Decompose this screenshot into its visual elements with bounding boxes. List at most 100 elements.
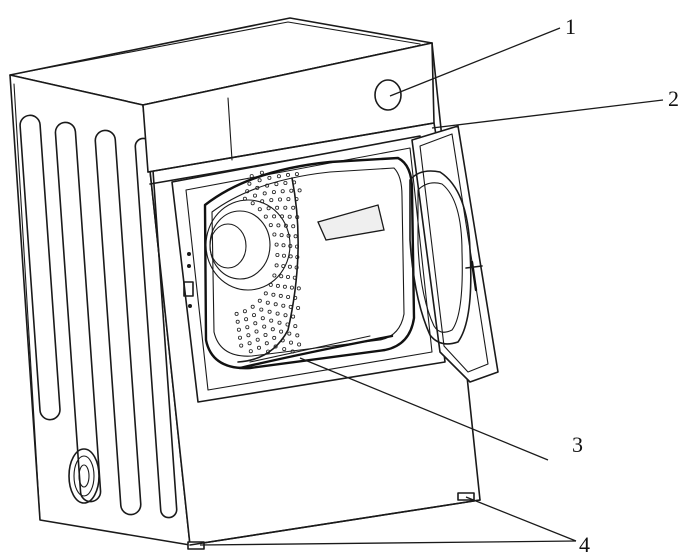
leader-1 [389,27,561,97]
perforation-hole [253,321,258,326]
perforation-hole [275,205,280,210]
leader-lines [199,27,664,546]
perforation-hole [263,291,268,296]
perforation-hole [248,349,253,354]
perforation-hole [283,205,288,210]
perforation-hole [251,313,256,318]
perforation-hole [286,294,291,299]
perforation-hole [275,283,280,288]
perforation-hole [260,316,265,321]
perforation-hole [289,285,294,290]
perforation-hole [278,293,283,298]
perforation-hole [254,329,259,334]
perforation-hole [281,243,286,248]
perforation-hole [281,264,286,269]
perforation-hole [268,282,273,287]
perforation-hole [237,335,242,340]
perforation-hole [265,300,270,305]
perforation-hole [263,214,268,219]
perforation-hole [297,188,302,193]
perforation-hole [259,307,264,312]
perforation-hole [296,286,301,291]
perforation-hole [273,302,278,307]
leader-3 [299,357,549,461]
perforation-hole [273,344,278,349]
perforation-hole [257,178,262,183]
perforation-hole [286,197,291,202]
lint-filter [238,334,394,370]
perforation-hole [282,347,287,352]
perforation-hole [281,303,286,308]
perforation-hole [269,198,274,203]
perforation-hole [274,242,279,247]
perforation-hole [275,311,280,316]
foot-front-right [457,492,475,501]
perforation-hole [283,313,288,318]
perforation-hole [242,309,247,314]
perforation-hole [236,327,241,332]
perforation-hole [272,335,277,340]
perforation-hole [247,181,252,186]
perforation-hole [276,223,281,228]
perforation-hole [287,214,292,219]
perforation-hole [274,182,279,187]
perforation-hole [265,183,270,188]
perforation-hole [275,252,280,257]
perforation-hole [235,319,240,324]
perforation-hole [294,172,299,177]
side-vents [19,114,178,519]
perforation-hole [249,174,254,179]
perforation-hole [279,329,284,334]
callouts: 1 2 3 4 [565,14,679,557]
door [409,125,499,383]
perforation-hole [280,189,285,194]
perforation-hole [297,342,302,347]
perforation-hole [271,190,276,195]
perforation-hole [267,175,272,180]
perforation-hole [286,233,291,238]
perforation-hole [287,264,292,269]
perforation-hole [250,201,255,206]
perforation-hole [262,324,267,329]
perforation-hole [246,333,251,338]
perforation-hole [242,196,247,201]
latch [183,252,194,308]
drum-baffle [317,204,385,241]
callout-1: 1 [565,14,576,39]
perforation-hole [245,189,250,194]
perforation-hole [296,305,301,310]
perforation-hole [288,243,293,248]
callout-3: 3 [572,432,583,457]
feet [187,492,481,550]
perforation-hole [259,170,264,175]
perforation-hole [281,253,286,258]
leader-4b [465,496,577,542]
perforation-hole [295,333,300,338]
perforation-hole [289,188,294,193]
perforation-hole [256,345,261,350]
leader-2 [431,99,664,129]
perforation-hole [285,274,290,279]
door-panel [411,125,499,383]
perforation-hole [247,341,252,346]
perforation-hole [287,331,292,336]
perforation-hole [271,292,276,297]
perforation-hole [288,254,293,259]
perforation-hole [279,214,284,219]
perforation-hole [293,234,298,239]
perforation-hole [277,197,282,202]
perforation-hole [269,318,274,323]
perforation-hole [250,304,255,309]
perforation-hole [274,263,279,268]
perforation-hole [282,284,287,289]
rear-port [68,448,100,504]
perforation-hole [291,205,296,210]
perforation-hole [272,232,277,237]
callout-2: 2 [668,86,679,111]
control-knob [374,79,402,111]
callout-4: 4 [579,532,590,557]
perforation-hole [257,298,262,303]
perforation-hole [257,207,262,212]
leader-4a [199,540,577,546]
